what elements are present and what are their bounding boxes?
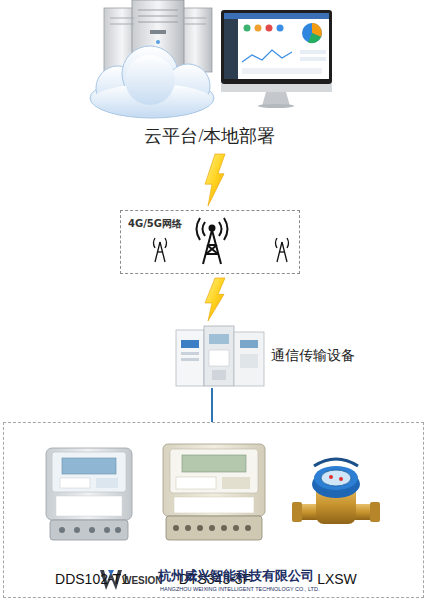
meter-box: DTS343-3F — [157, 441, 273, 587]
logo-word: WESION — [122, 575, 163, 586]
company-name: HANGZHOU WEIXING INTELLIGENT TECHNOLOGY … — [160, 586, 319, 592]
single-phase-meter — [46, 448, 132, 540]
lightning-link — [205, 154, 225, 206]
meter-box: LXSW — [281, 451, 393, 587]
node-label: 4G/5G网络 — [128, 217, 182, 231]
network-box: 4G/5G网络 — [120, 210, 300, 274]
node-label: 云平台/本地部署 — [90, 124, 330, 148]
device-box: 通信传输设备 — [175, 325, 375, 388]
lightning-link — [205, 278, 225, 321]
meter-box: DDS102-T1 — [34, 445, 150, 587]
transmission-device — [176, 326, 264, 386]
monitor — [221, 10, 332, 108]
three-phase-meter — [163, 444, 265, 540]
wire-link — [212, 388, 213, 422]
node-label: 通信传输设备 — [271, 347, 355, 365]
cloud-platform: 云平台/本地部署 — [90, 0, 330, 150]
cloud — [90, 46, 214, 118]
water-meter — [292, 459, 380, 524]
company-name: 杭州威兴智能科技有限公司 — [158, 567, 314, 585]
